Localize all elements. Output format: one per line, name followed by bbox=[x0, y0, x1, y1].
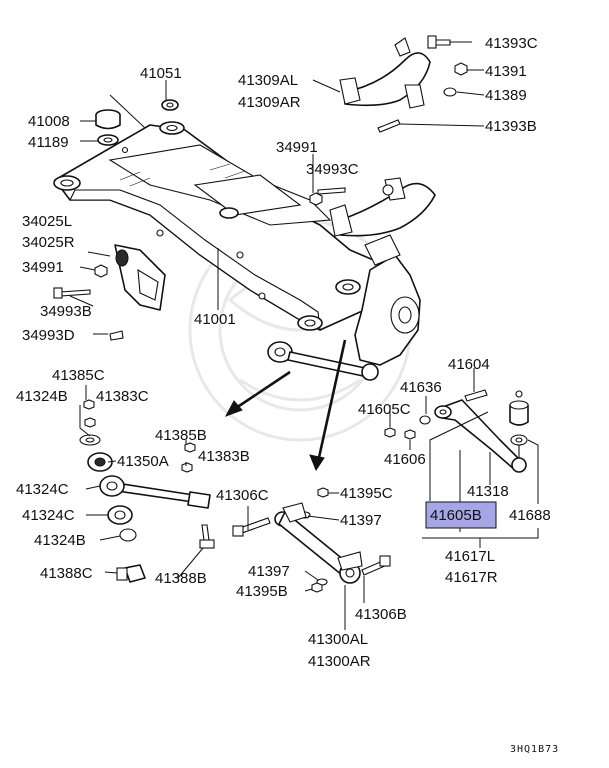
label-41309AR[interactable]: 41309AR bbox=[238, 94, 301, 111]
trailing-arm-41300 bbox=[274, 502, 363, 584]
label-41688[interactable]: 41688 bbox=[509, 507, 551, 524]
label-41617R[interactable]: 41617R bbox=[445, 569, 498, 586]
label-41393B[interactable]: 41393B bbox=[485, 118, 537, 135]
label-41306B[interactable]: 41306B bbox=[355, 606, 407, 623]
stabilizer-bar-41309 bbox=[329, 37, 436, 237]
label-41617L[interactable]: 41617L bbox=[445, 548, 495, 565]
label-34993C[interactable]: 34993C bbox=[306, 161, 359, 178]
label-41300AL[interactable]: 41300AL bbox=[308, 631, 368, 648]
bushing-41008 bbox=[95, 109, 121, 130]
label-41324C-b[interactable]: 41324C bbox=[22, 507, 75, 524]
nut-41688-top bbox=[515, 390, 523, 398]
exploded-view-arrows bbox=[224, 339, 347, 472]
label-41383B[interactable]: 41383B bbox=[198, 448, 250, 465]
label-41391[interactable]: 41391 bbox=[485, 63, 527, 80]
crossmember-41001 bbox=[53, 121, 396, 331]
washer-41051 bbox=[161, 99, 179, 111]
hardware bbox=[53, 35, 488, 593]
label-41388B[interactable]: 41388B bbox=[155, 570, 207, 587]
label-41350A[interactable]: 41350A bbox=[117, 453, 169, 470]
rear-knuckle bbox=[354, 234, 421, 366]
label-41397-right[interactable]: 41397 bbox=[340, 512, 382, 529]
label-41389[interactable]: 41389 bbox=[485, 87, 527, 104]
label-34025L[interactable]: 34025L bbox=[22, 213, 72, 230]
diff-mount-bracket-34025 bbox=[114, 244, 166, 311]
label-41393C[interactable]: 41393C bbox=[485, 35, 538, 52]
label-41324B-bottom[interactable]: 41324B bbox=[34, 532, 86, 549]
label-41008[interactable]: 41008 bbox=[28, 113, 70, 130]
label-41306C[interactable]: 41306C bbox=[216, 487, 269, 504]
leader-lines bbox=[69, 41, 539, 630]
upper-arm-41617 bbox=[434, 399, 527, 473]
label-41605C[interactable]: 41605C bbox=[358, 401, 411, 418]
label-41309AL[interactable]: 41309AL bbox=[238, 72, 298, 89]
label-41636[interactable]: 41636 bbox=[400, 379, 442, 396]
diagram-code: 3HQ1B73 bbox=[510, 744, 559, 755]
label-41383C[interactable]: 41383C bbox=[96, 388, 149, 405]
label-41604[interactable]: 41604 bbox=[448, 356, 490, 373]
lateral-rod-41350A bbox=[87, 452, 211, 509]
label-41324C-a[interactable]: 41324C bbox=[16, 481, 69, 498]
highlight-box-41605B bbox=[425, 501, 497, 529]
label-41051[interactable]: 41051 bbox=[140, 65, 182, 82]
label-34993D[interactable]: 34993D bbox=[22, 327, 75, 344]
label-41385C[interactable]: 41385C bbox=[52, 367, 105, 384]
label-41001[interactable]: 41001 bbox=[194, 311, 236, 328]
label-41300AR[interactable]: 41300AR bbox=[308, 653, 371, 670]
part-labels: 41051 41393C 41309AL 41309AR 41391 41389… bbox=[16, 35, 551, 670]
label-41324B-top[interactable]: 41324B bbox=[16, 388, 68, 405]
label-41318[interactable]: 41318 bbox=[467, 483, 509, 500]
label-41385B[interactable]: 41385B bbox=[155, 427, 207, 444]
label-41189[interactable]: 41189 bbox=[28, 134, 69, 151]
washer-41189 bbox=[97, 134, 119, 146]
label-34025R[interactable]: 34025R bbox=[22, 234, 75, 251]
label-41605B[interactable]: 41605B bbox=[430, 507, 482, 524]
label-34991-left[interactable]: 34991 bbox=[22, 259, 64, 276]
label-34993B[interactable]: 34993B bbox=[40, 303, 92, 320]
label-41397-left[interactable]: 41397 bbox=[248, 563, 290, 580]
washer-41318 bbox=[510, 434, 528, 446]
bushing-41688 bbox=[509, 400, 529, 426]
label-41395B[interactable]: 41395B bbox=[236, 583, 288, 600]
label-41606[interactable]: 41606 bbox=[384, 451, 426, 468]
label-34991-top[interactable]: 34991 bbox=[276, 139, 318, 156]
label-41395C[interactable]: 41395C bbox=[340, 485, 393, 502]
label-41388C[interactable]: 41388C bbox=[40, 565, 93, 582]
